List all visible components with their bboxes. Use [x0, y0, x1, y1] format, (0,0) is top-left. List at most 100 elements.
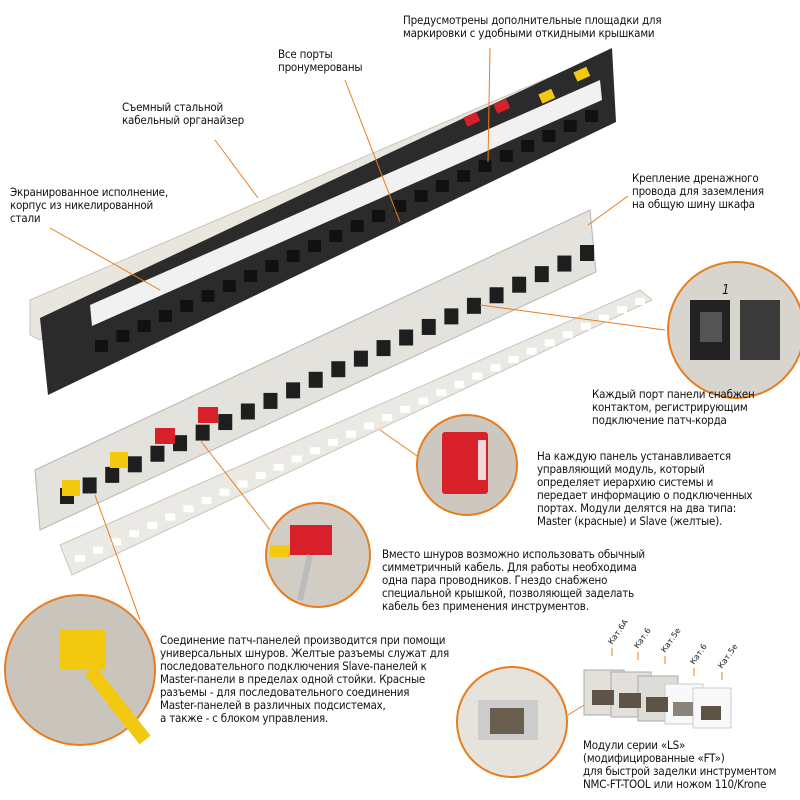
master-connector-back [493, 98, 511, 114]
rj45-port [521, 140, 535, 152]
rj45-port [542, 130, 556, 142]
master-connector-back [463, 111, 481, 127]
rj45-port [201, 290, 215, 302]
rj45-port [265, 260, 279, 272]
organizer-slot [219, 488, 230, 496]
rj45-port [116, 330, 130, 342]
rj45-port [95, 340, 108, 352]
organizer-slot [309, 447, 320, 455]
organizer-slot [183, 505, 194, 513]
rj45-port [489, 287, 504, 304]
organizer-slot [93, 546, 104, 554]
organizer-slot [436, 389, 447, 397]
rj45-port [353, 350, 368, 367]
organizer-slot [129, 530, 140, 538]
organizer-slots [75, 298, 645, 562]
organizer-slot [616, 306, 627, 314]
shielded-caption: Экранированное исполнение, корпус из ник… [10, 185, 168, 225]
organizer-slot [255, 472, 266, 480]
organizer-slot [273, 463, 284, 471]
module-inset [456, 666, 568, 778]
organizer-slot [598, 314, 609, 322]
port-contact-caption: Каждый порт панели снабжен контактом, ре… [592, 387, 755, 427]
marking-pads-caption: Предусмотрены дополнительные площадки дл… [403, 13, 662, 40]
rj45-port [563, 120, 577, 132]
organizer-slot [544, 339, 555, 347]
rj45-port [308, 240, 322, 252]
organizer-slot [635, 298, 645, 305]
cable-jack-inset [265, 502, 371, 608]
rj45-port [435, 180, 449, 192]
inset-port-number: 1 [722, 283, 729, 298]
organizer-slot [508, 356, 519, 364]
rj45-port [308, 371, 323, 388]
rj45-port [557, 255, 572, 272]
master-connector [198, 407, 218, 423]
patch-connection-caption: Соединение патч-панелей производится при… [160, 633, 449, 725]
organizer-slot [382, 414, 393, 422]
control-module-inset [416, 414, 518, 516]
rj45-port [244, 270, 258, 282]
rj45-port [534, 266, 549, 283]
organizer-slot [165, 513, 176, 521]
cable-instead-caption: Вместо шнуров возможно использовать обыч… [382, 547, 645, 613]
rj45-port [580, 245, 594, 261]
module-label-ticks [611, 648, 723, 680]
organizer-slot [201, 496, 212, 504]
rj45-port [218, 414, 233, 431]
module-label: Кат.6 [632, 626, 652, 650]
rj45-port [376, 340, 391, 357]
organizer-slot [472, 372, 483, 380]
port-contact-inset [667, 261, 800, 399]
front-ports [60, 245, 594, 504]
rj45-port [466, 297, 481, 314]
rj45-port [82, 477, 97, 494]
module-label: Кат.5е [659, 626, 682, 654]
organizer-slot [400, 405, 411, 413]
rj45-port [263, 392, 278, 409]
organizer-slot [75, 555, 85, 562]
master-connector [155, 428, 175, 444]
organizer-slot [418, 397, 429, 405]
rj45-port [414, 190, 428, 202]
slave-connector-back [538, 88, 556, 104]
slave-connector-inset [4, 594, 156, 746]
rj45-port [105, 466, 120, 483]
module-label: Кат.6 [688, 642, 708, 666]
slave-connector [62, 480, 80, 496]
slave-connector [110, 452, 128, 468]
rj45-port [478, 160, 492, 172]
rj45-port [499, 150, 513, 162]
rj45-port [137, 320, 151, 332]
control-module-caption: На каждую панель устанавливается управля… [537, 449, 753, 528]
back-label-strip [90, 80, 602, 326]
rj45-port [371, 210, 385, 222]
rj45-port [457, 170, 471, 182]
rj45-port [150, 445, 165, 462]
rj45-port [421, 318, 436, 335]
rj45-port [444, 308, 459, 325]
ports-numbered-caption: Все порты пронумерованы [278, 47, 363, 74]
module-label: Кат.6А [606, 617, 630, 646]
rj45-port [512, 276, 527, 293]
organizer-slot [237, 480, 248, 488]
rj45-port [127, 456, 142, 473]
rj45-port [180, 300, 194, 312]
organizer-slot [580, 322, 591, 330]
leader-lines [49, 47, 666, 716]
organizer-slot [147, 521, 158, 529]
organizer-slot [562, 331, 573, 339]
slave-connector-back [573, 66, 591, 82]
organizer-slot [291, 455, 302, 463]
organizer-slot [327, 438, 338, 446]
rj45-port [240, 403, 255, 420]
rj45-port [222, 280, 236, 292]
organizer-slot [526, 347, 537, 355]
organizer-slot [345, 430, 356, 438]
rj45-port [350, 220, 364, 232]
modules-caption: Модули серии «LS» (модифицированные «FT»… [583, 738, 777, 791]
rj45-port [158, 310, 172, 322]
drain-wire-caption: Крепление дренажного провода для заземле… [632, 171, 764, 211]
